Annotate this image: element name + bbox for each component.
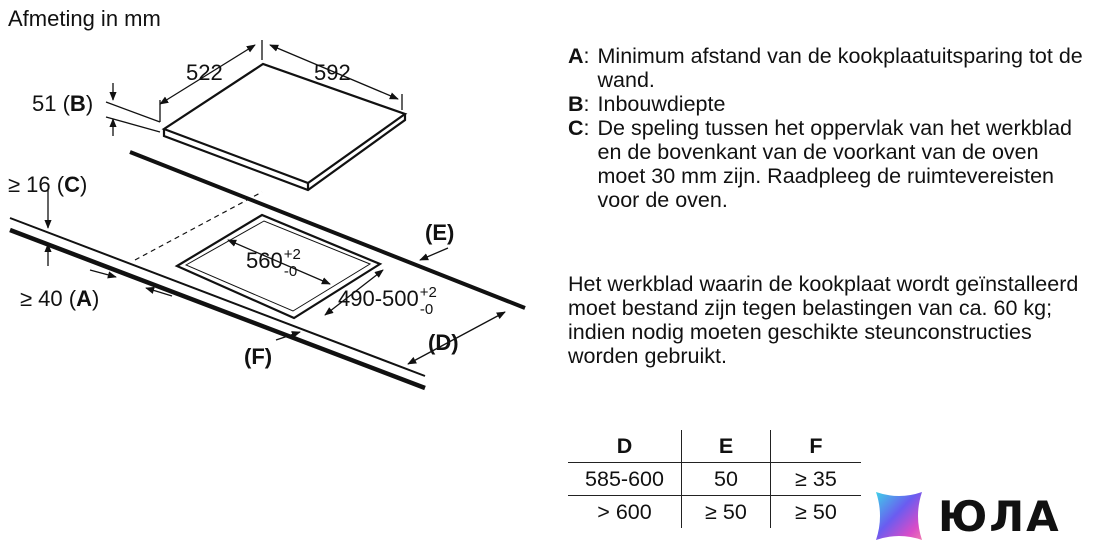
countertop xyxy=(9,150,526,391)
installation-diagram: Afmeting in mm xyxy=(8,6,526,391)
table-cell: 585-600 xyxy=(568,462,682,496)
table-cell: > 600 xyxy=(597,499,652,524)
legend-text: De speling tussen het oppervlak van het … xyxy=(597,116,1072,212)
table-cell: ≥ 35 xyxy=(770,462,861,496)
label-e: (E) xyxy=(425,220,454,245)
legend-key: C xyxy=(568,116,584,140)
clearance-table: D E F 585-600 50 ≥ 35 > 600 ≥ 50 ≥ 50 xyxy=(568,430,861,528)
table-header: F xyxy=(770,430,861,463)
brand-watermark: ЮЛА xyxy=(872,488,1061,544)
table-header-row: D E F xyxy=(568,430,861,463)
cutout xyxy=(174,213,383,320)
cutout-dimension-lines xyxy=(44,190,506,365)
label-d: (D) xyxy=(428,330,459,355)
table-cell: ≥ 50 xyxy=(681,495,771,528)
dim-width: 522 xyxy=(186,60,223,85)
table-cell: 50 xyxy=(681,462,771,496)
dim-cutout-490: 490-500+2-0 xyxy=(338,284,437,318)
legend-text: Inbouwdiepte xyxy=(597,92,726,116)
legend-item-a: A: Minimum afstand van de kookplaatuitsp… xyxy=(568,44,1083,92)
legend-text: Minimum afstand van de kookplaatuitspari… xyxy=(597,44,1083,92)
legend-item-b: B: Inbouwdiepte xyxy=(568,92,1083,116)
load-note: Het werkblad waarin de kookplaat wordt g… xyxy=(568,272,1079,368)
legend-item-c: C: De speling tussen het oppervlak van h… xyxy=(568,116,1083,212)
label-f: (F) xyxy=(244,344,272,369)
dim-height-b: 51 (B) xyxy=(32,91,93,116)
brand-logo-icon xyxy=(876,492,922,540)
caption: Afmeting in mm xyxy=(8,6,161,31)
cooktop-dimension-lines xyxy=(105,40,403,136)
legend-key: A xyxy=(568,44,584,68)
dim-cutout-560: 560+2-0 xyxy=(246,246,301,280)
dim-gap-c: ≥ 16 (C) xyxy=(8,172,87,197)
dim-depth: 592 xyxy=(314,60,351,85)
table-header: E xyxy=(681,430,771,463)
table-row: 585-600 50 ≥ 35 xyxy=(568,462,861,496)
table-header: D xyxy=(568,430,682,463)
table-cell: ≥ 50 xyxy=(770,495,861,528)
legend-key: B xyxy=(568,92,584,116)
brand-name: ЮЛА xyxy=(938,491,1061,541)
dim-dist-a: ≥ 40 (A) xyxy=(20,286,99,311)
table-row: > 600 ≥ 50 ≥ 50 xyxy=(568,495,861,528)
legend: A: Minimum afstand van de kookplaatuitsp… xyxy=(568,44,1083,212)
